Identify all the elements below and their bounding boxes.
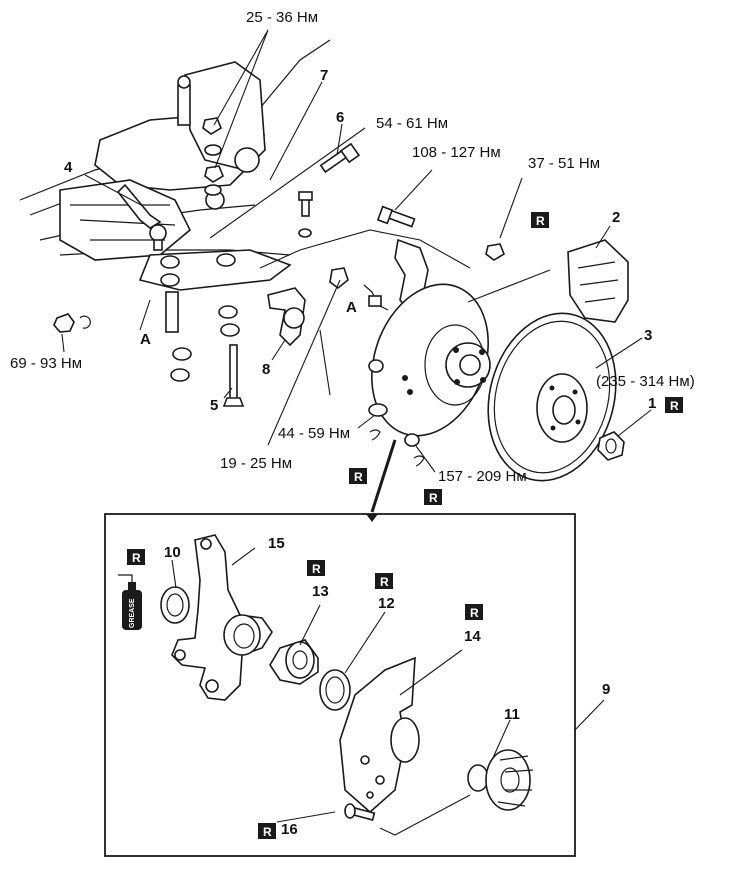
- steering-knuckle: [171, 534, 273, 701]
- torque-label-t3: 108 - 127 Нм: [412, 144, 501, 161]
- part-number-15: 15: [268, 535, 285, 552]
- r-badge-knuckle-right: R: [424, 489, 442, 505]
- bolt-small: [298, 191, 313, 238]
- part-number-8: 8: [262, 361, 270, 378]
- torque-label-t7: 44 - 59 Нм: [278, 425, 350, 442]
- dust-shield-assembly: [371, 283, 491, 437]
- wheel-bearing: [269, 639, 319, 685]
- svg-text:GREASE: GREASE: [129, 598, 136, 628]
- bushing-column-right: [216, 253, 240, 337]
- hub-bolt: [344, 803, 376, 821]
- bolt-knuckle: [376, 205, 416, 228]
- wheel-hub: [467, 749, 534, 811]
- part-number-7: 7: [320, 67, 328, 84]
- svg-text:R: R: [132, 551, 141, 565]
- svg-text:R: R: [470, 606, 479, 620]
- torque-label-t6: (235 - 314 Нм): [596, 373, 695, 390]
- grease-can: GREASE: [118, 574, 142, 630]
- torque-label-t2: 54 - 61 Нм: [376, 115, 448, 132]
- abs-sensor: [329, 267, 389, 311]
- r-badge-hub-bolt: R: [258, 823, 276, 839]
- part-number-6: 6: [336, 109, 344, 126]
- brake-caliper: [567, 239, 629, 323]
- r-badge-hub-nut: R: [665, 397, 683, 413]
- dust-shield: [339, 656, 420, 814]
- svg-text:R: R: [263, 825, 272, 839]
- r-badge-knuckle-left: R: [349, 468, 367, 484]
- knuckle-nuts: [368, 359, 425, 467]
- detail-box-frame: [104, 513, 576, 857]
- torque-label-t1: 25 - 36 Нм: [246, 9, 318, 26]
- torque-label-t8: 19 - 25 Нм: [220, 455, 292, 472]
- caliper-nut: [485, 243, 505, 261]
- torque-label-t4: 37 - 51 Нм: [528, 155, 600, 172]
- svg-text:R: R: [670, 399, 679, 413]
- bolt-6: [319, 142, 361, 174]
- part-number-3: 3: [644, 327, 652, 344]
- tie-rod-end: [116, 183, 167, 251]
- svg-text:R: R: [429, 491, 438, 505]
- r-badge-bearing: R: [307, 560, 325, 576]
- stabilizer-link-stack: [202, 117, 224, 196]
- part-number-12: 12: [378, 595, 395, 612]
- hub-nut: [597, 431, 625, 461]
- torque-label-t5: 69 - 93 Нм: [10, 355, 82, 372]
- mark-a-right: A: [346, 299, 357, 316]
- svg-text:R: R: [536, 214, 545, 228]
- part-number-5: 5: [210, 397, 218, 414]
- bushing-column-left: [160, 255, 192, 382]
- svg-text:R: R: [354, 470, 363, 484]
- part-number-1: 1: [648, 395, 656, 412]
- snap-ring: [319, 669, 351, 711]
- leader-lines-detail: [171, 547, 605, 836]
- brake-disc: [487, 312, 617, 482]
- svg-text:R: R: [380, 575, 389, 589]
- stabilizer-link-bolt: [222, 344, 245, 407]
- stabilizer-bracket: [267, 287, 306, 347]
- leader-lines-upper: [61, 29, 652, 473]
- part-number-10: 10: [164, 544, 181, 561]
- torque-label-t9: 157 - 209 Нм: [438, 468, 527, 485]
- r-badge-snap-ring: R: [375, 573, 393, 589]
- part-number-9: 9: [602, 681, 610, 698]
- detail-callout-arrow: [366, 439, 397, 522]
- part-number-11: 11: [504, 706, 520, 723]
- part-number-4: 4: [64, 159, 73, 176]
- r-badge-caliper-nut: R: [531, 212, 549, 228]
- part-number-16: 16: [281, 821, 298, 838]
- part-number-13: 13: [312, 583, 329, 600]
- oil-seal: [160, 586, 190, 624]
- nut-69-93: [53, 313, 91, 333]
- svg-text:R: R: [312, 562, 321, 576]
- mark-a-left: A: [140, 331, 151, 348]
- part-number-2: 2: [612, 209, 620, 226]
- part-number-14: 14: [464, 628, 481, 645]
- r-badge-seal: R: [127, 549, 145, 565]
- r-badge-dust-shield: R: [465, 604, 483, 620]
